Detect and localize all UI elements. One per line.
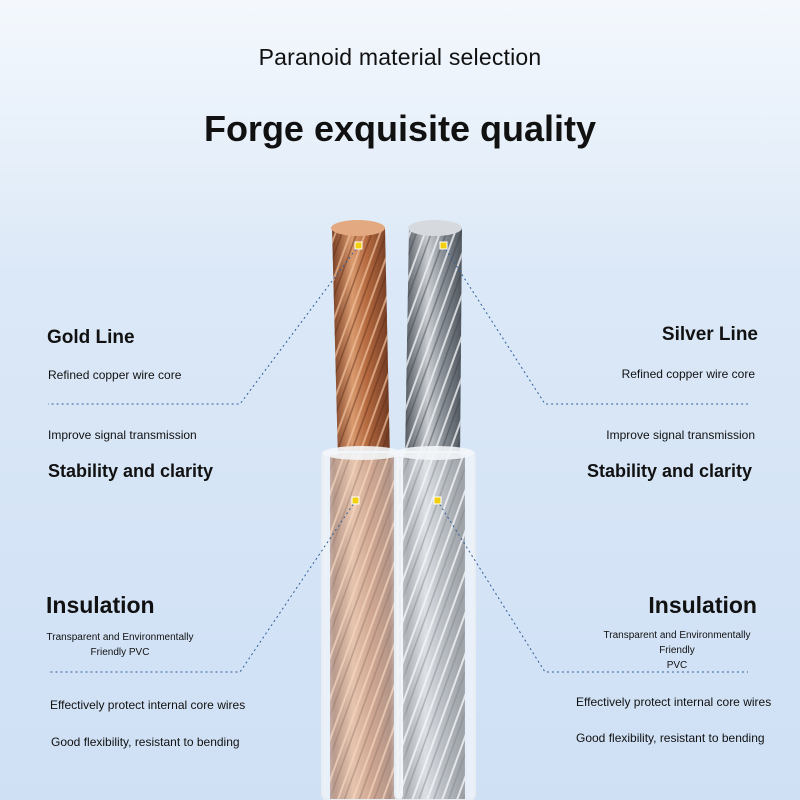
insulation-right-desc: Transparent and Environmentally Friendly… — [588, 628, 766, 673]
gold-line-title: Gold Line — [47, 327, 135, 348]
gold-line-quality: Stability and clarity — [48, 461, 214, 481]
insulation-left-title: Insulation — [46, 592, 155, 618]
insulation-left-desc-line1: Transparent and Environmentally — [46, 632, 194, 643]
markers — [351, 241, 448, 505]
silver-marker — [439, 241, 448, 250]
insulation-right-marker — [433, 496, 442, 505]
insulation-right-desc-line2: PVC — [666, 660, 688, 671]
gold-leader-line — [48, 244, 360, 405]
insulation-right-point2: Good flexibility, resistant to bending — [576, 731, 765, 745]
gold-marker — [354, 241, 363, 250]
silver-line-title: Silver Line — [661, 324, 758, 345]
insulation-left-leader-line — [48, 499, 357, 673]
insulation-left-desc-line2: Friendly PVC — [90, 647, 150, 658]
insulation-left-point1: Effectively protect internal core wires — [50, 698, 246, 712]
gold-line-material: Refined copper wire core — [48, 368, 182, 382]
silver-line-quality: Stability and clarity — [586, 461, 752, 481]
insulation-left-desc: Transparent and Environmentally Friendly… — [40, 630, 200, 660]
silver-line-material: Refined copper wire core — [621, 367, 755, 381]
insulated-section — [321, 446, 476, 800]
insulation-right-title: Insulation — [648, 592, 757, 618]
silver-core — [405, 220, 462, 460]
silver-line-benefit: Improve signal transmission — [606, 428, 755, 442]
insulation-left-point2: Good flexibility, resistant to bending — [51, 735, 240, 749]
leader-lines — [48, 244, 748, 673]
copper-core — [331, 220, 390, 460]
insulation-left-marker — [351, 496, 360, 505]
gold-line-benefit: Improve signal transmission — [48, 428, 197, 442]
insulation-right-desc-line1: Transparent and Environmentally Friendly — [603, 630, 751, 656]
page-subtitle: Paranoid material selection — [258, 44, 542, 70]
page-title: Forge exquisite quality — [203, 108, 597, 149]
insulation-right-point1: Effectively protect internal core wires — [576, 695, 772, 709]
